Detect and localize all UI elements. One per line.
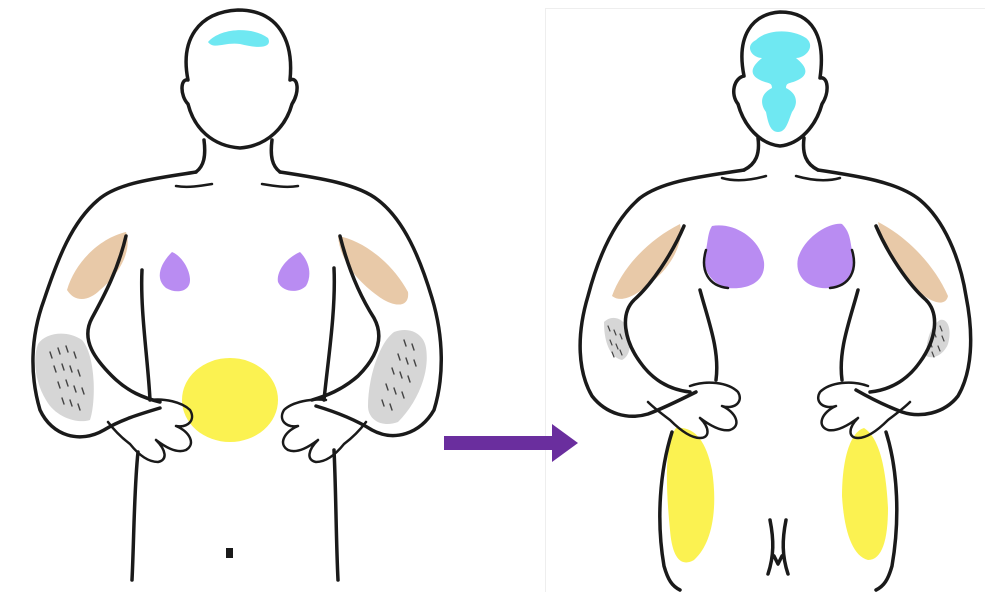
female-hip-right-region: [842, 428, 888, 560]
male-crotch-mark: [226, 548, 233, 558]
female-crotch-outline: [768, 520, 788, 574]
female-inner-arm-outline: [625, 226, 934, 392]
male-neck-outline: [196, 140, 280, 172]
arrow-head: [552, 424, 578, 462]
female-collarbone-outline: [722, 176, 840, 180]
female-forearm-hair-strokes: [608, 326, 944, 357]
male-nipple-right-region: [278, 252, 310, 291]
female-upper-arm-right-region: [878, 222, 948, 303]
male-belly-region: [182, 358, 278, 442]
male-forearm-left-region: [35, 334, 94, 422]
female-figure: [580, 12, 971, 590]
transition-arrow: [444, 424, 578, 462]
female-forearm-right-region: [926, 320, 950, 357]
male-collarbone-outline: [176, 184, 298, 187]
male-forehead-region: [208, 30, 269, 47]
female-left-hand-outline: [648, 383, 740, 438]
female-face-region: [750, 31, 810, 132]
female-neck-outline: [744, 138, 818, 170]
female-hip-left-region: [667, 428, 714, 563]
arrow-shaft: [444, 436, 556, 450]
male-figure: [33, 10, 441, 580]
female-breast-left-region: [704, 225, 764, 288]
female-breast-right-region: [797, 224, 853, 288]
male-left-hand-outline: [108, 399, 192, 462]
male-nipple-left-region: [160, 252, 190, 291]
male-upper-arm-right-region: [338, 236, 408, 305]
